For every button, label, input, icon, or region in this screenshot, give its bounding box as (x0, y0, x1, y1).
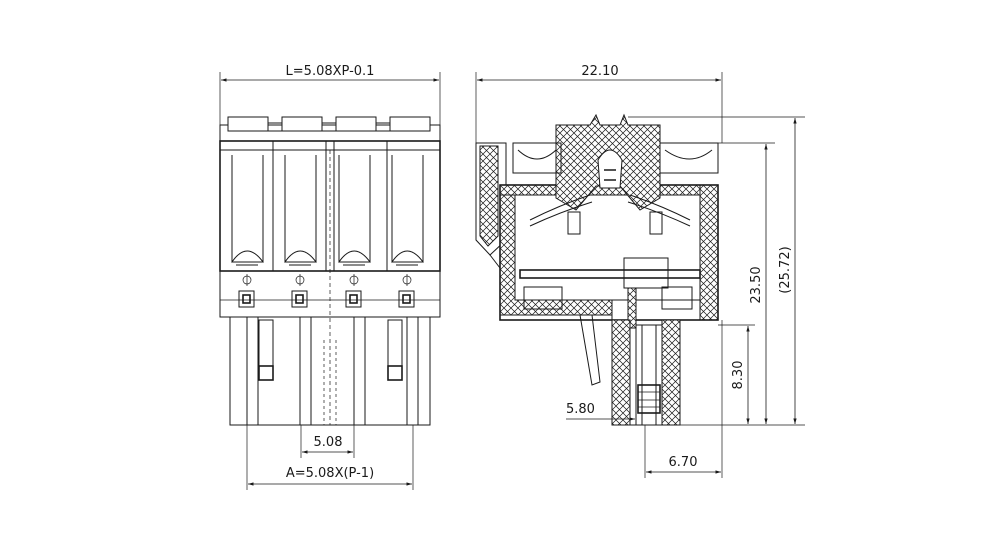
top-caps (219, 116, 441, 142)
pin-width-label: 6.70 (669, 455, 698, 470)
pitch-label: 5.08 (314, 435, 343, 450)
pole-3 (338, 155, 371, 308)
lower-height-dimension: 8.30 (718, 324, 755, 424)
side-pin (579, 257, 681, 426)
span-label: A=5.08X(P-1) (286, 466, 374, 481)
side-latch (475, 142, 507, 290)
pole-4 (391, 155, 424, 308)
clamp-head (512, 113, 719, 235)
front-view: L=5.08XP-0.1 (219, 64, 441, 490)
height-dimension: 23.50 (680, 142, 805, 426)
length-dimension: L=5.08XP-0.1 (219, 64, 441, 125)
height-label: 23.50 (749, 266, 764, 303)
pole-1 (231, 155, 264, 308)
length-label: L=5.08XP-0.1 (286, 64, 375, 79)
span-dimension: A=5.08X(P-1) (246, 425, 414, 490)
width-label: 22.10 (581, 64, 618, 79)
poles (231, 155, 424, 308)
width-dimension: 22.10 (475, 64, 723, 143)
lower-height-label: 8.30 (731, 361, 746, 390)
pole-2 (284, 155, 317, 308)
lower-pins (229, 316, 431, 426)
side-view: 22.10 (475, 64, 805, 478)
side-housing (499, 184, 719, 321)
pitch-dimension: 5.08 (300, 425, 355, 458)
pin-width-dimension: 6.70 (644, 320, 723, 478)
total-height-dimension: (25.72) (628, 116, 805, 424)
pin-offset-label: 5.80 (566, 402, 595, 417)
pin-offset-dimension: 5.80 (566, 402, 635, 421)
total-height-label: (25.72) (778, 246, 793, 293)
